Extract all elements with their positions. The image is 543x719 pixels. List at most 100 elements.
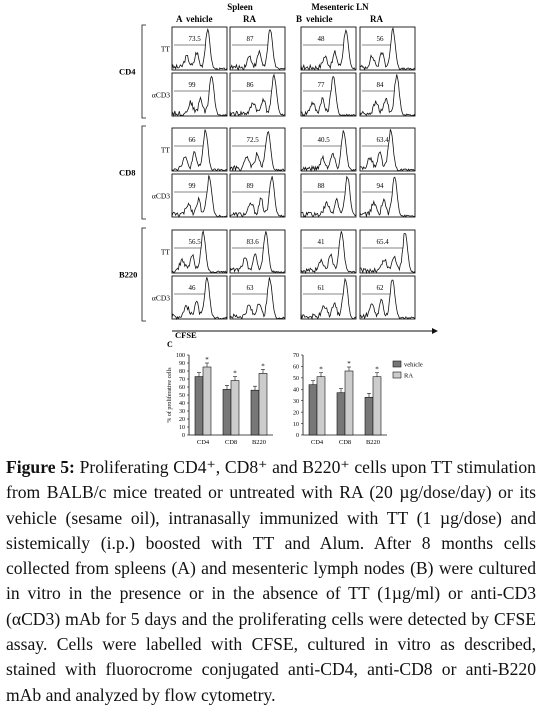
histogram-panel: 48	[300, 26, 357, 71]
y-tick-label: 60	[179, 385, 185, 391]
significance-mark: *	[233, 370, 237, 378]
proliferation-value: 63	[247, 284, 255, 292]
histogram-frame	[229, 72, 286, 117]
x-tick-label: B220	[366, 439, 380, 446]
histogram-panel: 86	[229, 72, 286, 117]
group-bracket	[141, 24, 146, 119]
group-label-cd4: CD4	[119, 67, 136, 77]
proliferation-value: 48	[318, 35, 326, 43]
proliferation-value: 62	[377, 284, 385, 292]
y-tick-label: 30	[293, 399, 299, 405]
histogram-panel: 63.4	[359, 127, 416, 172]
x-tick-label: CD4	[197, 439, 210, 446]
proliferation-value: 87	[247, 35, 255, 43]
bar-b220-series-1	[372, 376, 382, 436]
histogram-panel: 99	[171, 72, 228, 118]
group-bracket	[141, 227, 146, 322]
histogram-frame	[300, 229, 357, 274]
proliferation-value: 77	[318, 81, 326, 89]
histogram-trace	[229, 176, 286, 218]
proliferation-value: 94	[377, 182, 385, 190]
significance-mark: *	[261, 362, 265, 370]
histogram-frame	[359, 72, 416, 117]
proliferation-value: 89	[247, 182, 255, 190]
histogram-frame	[171, 127, 228, 172]
histogram-panel: 41	[300, 229, 357, 275]
histogram-trace	[300, 277, 357, 321]
significance-mark: *	[319, 366, 323, 374]
proliferation-value: 40.5	[318, 136, 331, 144]
bar-cd8-series-1	[344, 370, 354, 436]
stim-label: TT	[161, 146, 171, 155]
proliferation-value: 88	[318, 182, 326, 190]
proliferation-value: 56.5	[189, 238, 202, 246]
stim-label: αCD3	[152, 294, 170, 303]
proliferation-value: 66	[189, 136, 197, 144]
histogram-trace	[359, 129, 416, 172]
x-tick-label: CD8	[225, 439, 237, 446]
histogram-trace	[171, 129, 228, 172]
cfse-axis-label: CFSE	[175, 330, 197, 340]
histogram-frame	[171, 229, 228, 274]
y-tick-label: 70	[293, 353, 299, 359]
histogram-trace	[300, 28, 356, 71]
proliferation-value: 56	[377, 35, 385, 43]
bar-cd4-series-0	[194, 376, 204, 436]
histogram-panel: 72.5	[229, 127, 286, 172]
histogram-frame	[359, 275, 416, 320]
y-tick-label: 30	[179, 409, 185, 415]
histogram-trace	[359, 74, 416, 117]
stim-label: αCD3	[152, 91, 170, 100]
histogram-panel: 61	[300, 275, 357, 321]
bar-b220-series-0	[250, 389, 260, 436]
bar-cd4-series-1	[316, 376, 326, 436]
histogram-frame	[229, 26, 286, 71]
col-a-ra-label: RA	[243, 14, 256, 24]
bar-b220-series-1	[258, 373, 268, 436]
histogram-trace	[359, 279, 416, 320]
histogram-frame	[229, 173, 286, 218]
histogram-frame	[300, 26, 357, 71]
histogram-panel: 83.6	[229, 229, 286, 274]
proliferation-value: 61	[318, 284, 326, 292]
histogram-trace	[229, 29, 286, 71]
x-tick-label: CD4	[311, 439, 324, 446]
bar-cd8-series-0	[222, 389, 232, 436]
histogram-panel: 87	[229, 26, 286, 71]
histogram-trace	[300, 231, 357, 275]
y-axis-label: % of proliferative cells	[166, 367, 173, 423]
significance-mark: *	[347, 360, 351, 368]
histogram-panel: 63	[229, 275, 286, 320]
histogram-frame	[359, 173, 416, 218]
histogram-trace	[171, 175, 227, 218]
histogram-panel: 40.5	[300, 127, 357, 172]
figure-5: Spleen Mesenteric LN A vehicle RA B vehi…	[119, 2, 438, 446]
y-tick-label: 20	[293, 410, 299, 416]
histogram-panel: 73.5	[171, 26, 228, 71]
histogram-trace	[359, 233, 416, 275]
histogram-panel: 65.4	[359, 229, 416, 275]
proliferation-value: 73.5	[189, 35, 202, 43]
significance-mark: *	[375, 366, 379, 374]
histogram-frame	[300, 173, 357, 218]
y-tick-label: 0	[182, 433, 185, 439]
histogram-trace	[171, 229, 228, 274]
bar-cd8-series-0	[336, 392, 346, 436]
histogram-trace	[171, 277, 228, 321]
histogram-panel: 84	[359, 72, 416, 117]
caption-text: Proliferating CD4⁺, CD8⁺ and B220⁺ cells…	[6, 457, 536, 705]
bar-cd8-series-1	[230, 380, 240, 436]
x-tick-label: B220	[252, 439, 266, 446]
bar-cd4-series-0	[308, 384, 318, 436]
legend-label: RA	[404, 373, 413, 380]
y-tick-label: 50	[179, 393, 185, 399]
legend-swatch	[392, 360, 402, 368]
y-tick-label: 90	[179, 361, 185, 367]
y-tick-label: 80	[179, 369, 185, 375]
y-tick-label: 70	[179, 377, 185, 383]
col-a-vehicle-label: vehicle	[186, 14, 213, 24]
stim-label: αCD3	[152, 192, 170, 201]
bar-cd4-series-1	[202, 366, 212, 436]
